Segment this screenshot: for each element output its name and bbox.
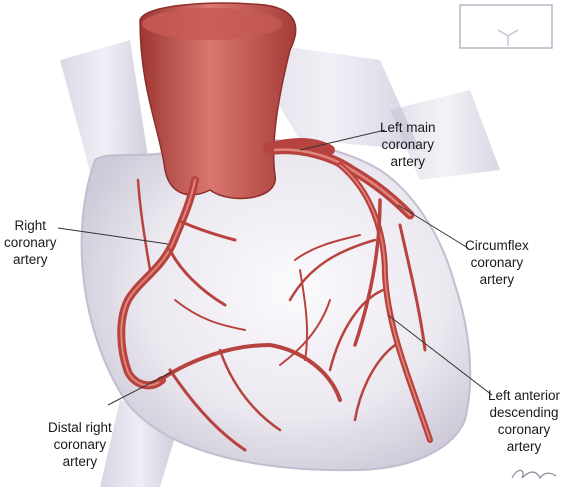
label-distal-right-coronary-artery: Distal right coronary artery (48, 420, 112, 471)
label-left-anterior-descending-artery: Left anterior descending coronary artery (488, 388, 560, 456)
artist-signature (512, 470, 556, 478)
label-left-main-coronary-artery: Left main coronary artery (380, 120, 436, 171)
label-right-coronary-artery: Right coronary artery (4, 218, 57, 269)
label-circumflex-coronary-artery: Circumflex coronary artery (465, 238, 529, 289)
